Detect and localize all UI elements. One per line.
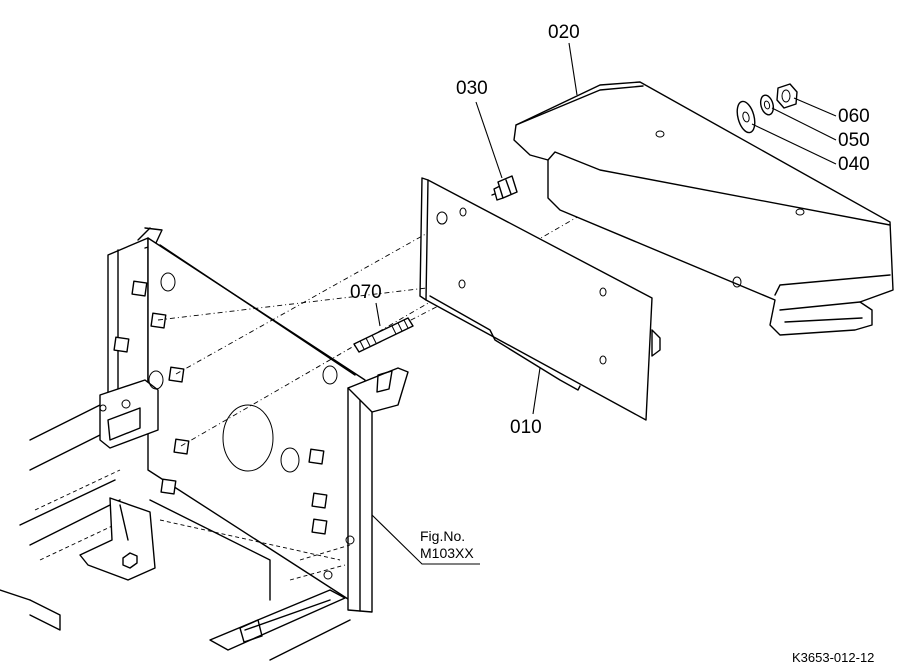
part-030-bolt [491, 175, 518, 201]
label-010: 010 [510, 417, 542, 438]
label-050: 050 [838, 130, 870, 151]
part-010-mounting-plate [419, 177, 661, 421]
label-020: 020 [548, 22, 580, 43]
leader-lines [371, 42, 837, 565]
figure-ref-line2: M103XX [420, 545, 474, 561]
label-040: 040 [838, 154, 870, 175]
part-060-nut [776, 83, 798, 109]
drawing-code: K3653-012-12 [792, 650, 874, 665]
frame-bracket-assembly [0, 227, 409, 661]
label-070: 070 [350, 282, 382, 303]
figure-ref-line1: Fig.No. [420, 528, 465, 544]
part-040-washer [736, 100, 756, 134]
label-060: 060 [838, 106, 870, 127]
part-020-counterweight [513, 81, 894, 336]
label-030: 030 [456, 78, 488, 99]
part-050-lock-washer [759, 94, 775, 116]
part-070-stud-bolt [353, 317, 414, 353]
